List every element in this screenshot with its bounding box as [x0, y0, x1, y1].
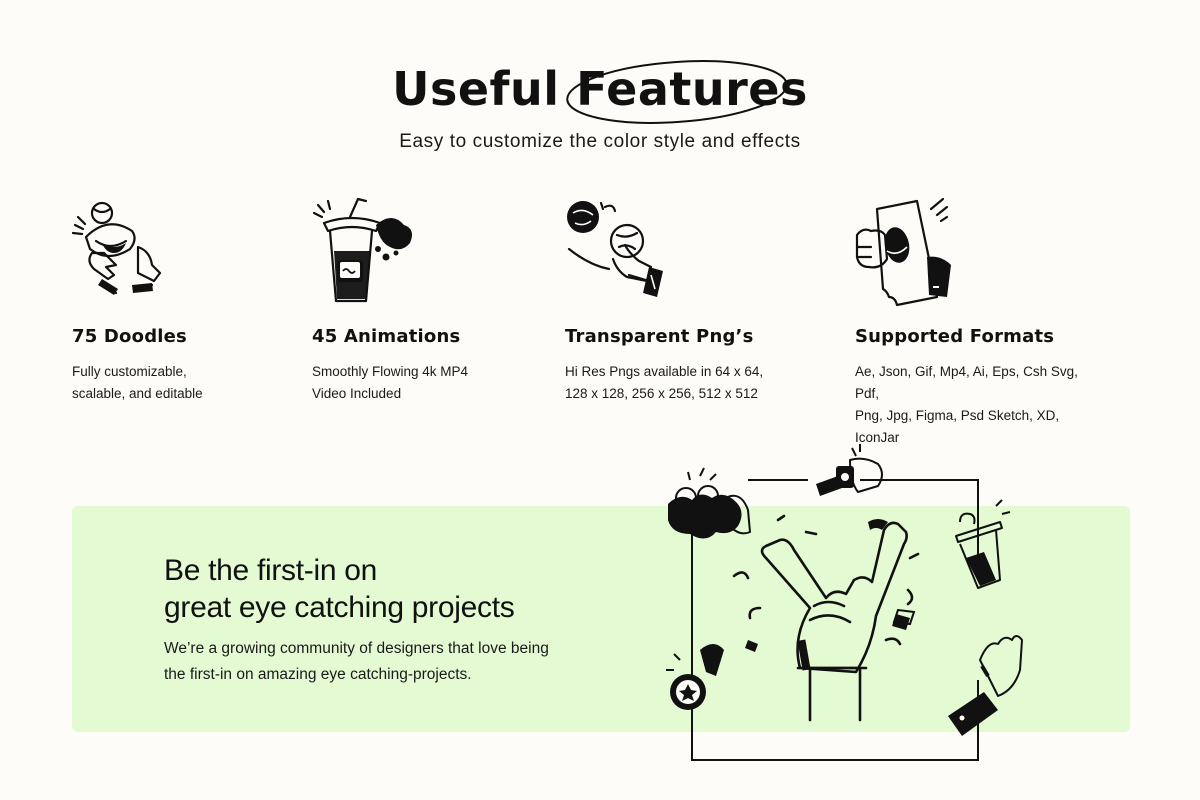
- hand-holding-ball-doodle-icon: [567, 201, 663, 297]
- rock-on-hand-icon: [732, 514, 920, 722]
- feature-transparent-pngs: Transparent Png’s Hi Res Pngs available …: [565, 195, 805, 405]
- balls-and-bag-icon: [668, 467, 752, 539]
- feature-title: Transparent Png’s: [565, 326, 754, 347]
- title-word-useful: Useful: [392, 62, 560, 116]
- banner-body-line: the first-in on amazing eye catching-pro…: [164, 666, 472, 683]
- feature-description: Smoothly Flowing 4k MP4 Video Included: [312, 361, 552, 405]
- feature-title: 45 Animations: [312, 326, 461, 347]
- frame-line: [691, 530, 979, 761]
- hand-holding-ticket-doodle-icon: [855, 197, 951, 307]
- banner-heading: Be the first-in on great eye catching pr…: [164, 552, 644, 626]
- doodle-artwork: [666, 444, 1023, 761]
- page-title: Useful Features: [0, 60, 1200, 124]
- banner-heading-line: great eye catching projects: [164, 591, 515, 624]
- feature-description-line: Png, Jpg, Figma, Psd Sketch, XD, IconJar: [855, 408, 1060, 445]
- feature-description-line: Fully customizable,: [72, 364, 187, 379]
- waving-hand-icon: [948, 635, 1023, 736]
- title-word-features: Features: [576, 62, 808, 116]
- feature-description-line: scalable, and editable: [72, 386, 203, 401]
- feature-description: Fully customizable, scalable, and editab…: [72, 361, 312, 405]
- feature-title: 75 Doodles: [72, 326, 187, 347]
- title-word-features-wrap: Features: [566, 60, 808, 124]
- drink-cup-icon: [955, 499, 1011, 589]
- banner-heading-line: Be the first-in on: [164, 554, 378, 587]
- feature-description-line: Hi Res Pngs available in 64 x 64,: [565, 364, 764, 379]
- feature-description-line: Smoothly Flowing 4k MP4: [312, 364, 469, 379]
- banner-body-line: We’re a growing community of designers t…: [164, 640, 549, 657]
- feature-supported-formats: Supported Formats Ae, Json, Gif, Mp4, Ai…: [855, 195, 1095, 449]
- feature-description-line: Video Included: [312, 386, 402, 401]
- hands-with-bowl-doodle-icon: [72, 201, 162, 295]
- wristwatch-hand-icon: [849, 444, 883, 493]
- feature-description: Hi Res Pngs available in 64 x 64, 128 x …: [565, 361, 805, 405]
- feature-description-line: Ae, Json, Gif, Mp4, Ai, Eps, Csh Svg, Pd…: [855, 364, 1078, 401]
- feature-title: Supported Formats: [855, 326, 1055, 347]
- feature-animations: 45 Animations Smoothly Flowing 4k MP4 Vi…: [312, 195, 552, 405]
- spilling-drink-cup-doodle-icon: [312, 197, 412, 303]
- feature-description: Ae, Json, Gif, Mp4, Ai, Eps, Csh Svg, Pd…: [855, 361, 1095, 449]
- feature-doodles: 75 Doodles Fully customizable, scalable,…: [72, 195, 312, 405]
- community-banner: Be the first-in on great eye catching pr…: [72, 506, 1130, 732]
- banner-body: We’re a growing community of designers t…: [164, 636, 624, 688]
- medal-icon: [666, 644, 724, 710]
- page-subtitle: Easy to customize the color style and ef…: [399, 131, 801, 152]
- frame-line: [860, 479, 979, 560]
- feature-description-line: 128 x 128, 256 x 256, 512 x 512: [565, 386, 758, 401]
